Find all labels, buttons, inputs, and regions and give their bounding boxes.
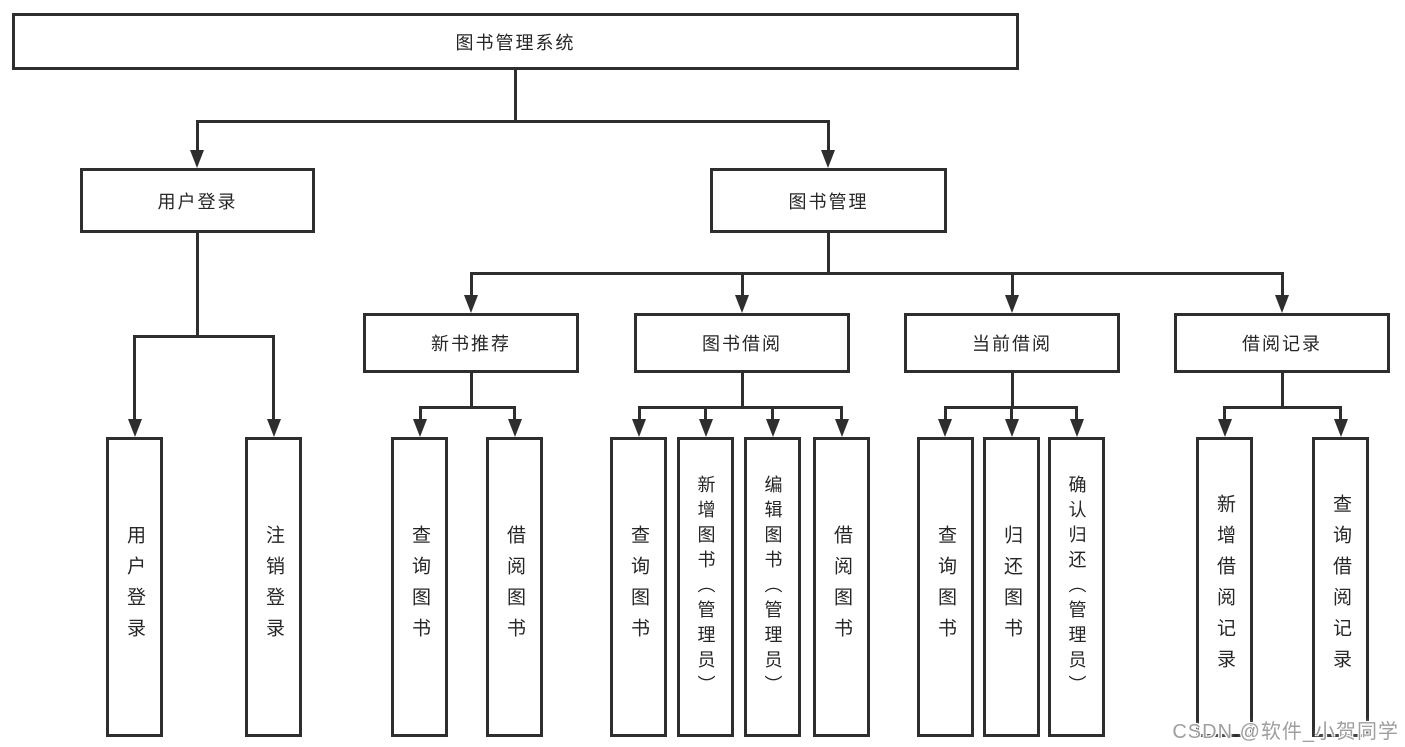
connector-leaf-e1-drop: [1223, 406, 1226, 422]
arrow-current-borrow: [1005, 295, 1019, 313]
leaf-add-books-admin-label: 新增图书（管理员）: [695, 474, 716, 700]
connector-current-borrow-drop: [1011, 272, 1014, 298]
node-borrowing-records-label: 借阅记录: [1242, 334, 1322, 354]
arrow-leaf-c1: [632, 419, 646, 437]
leaf-return-books: 归还图书: [983, 437, 1040, 737]
node-book-borrowing-label: 图书借阅: [702, 334, 782, 354]
arrow-user-login: [190, 150, 204, 168]
connector-new-book-drop: [470, 272, 473, 298]
leaf-confirm-return-admin-label: 确认归还（管理员）: [1066, 474, 1087, 700]
leaf-borrow-books-recommend: 借阅图书: [486, 437, 543, 737]
connector-user-login-drop: [196, 120, 199, 154]
leaf-logout-label: 注销登录: [263, 525, 284, 649]
arrow-leaf-c4: [835, 419, 849, 437]
connector-leaf-logout-drop: [272, 335, 275, 421]
arrow-leaf-c3: [766, 419, 780, 437]
node-borrowing-records: 借阅记录: [1174, 313, 1390, 373]
leaf-query-borrow-record-label: 查询借阅记录: [1330, 494, 1351, 680]
connector-leaf-d2-drop: [1010, 406, 1013, 422]
csdn-watermark: CSDN @软件_小贺同学: [1172, 721, 1399, 743]
leaf-borrow-books-label: 借阅图书: [831, 525, 852, 649]
leaf-edit-books-admin-label: 编辑图书（管理员）: [762, 474, 783, 700]
leaf-logout: 注销登录: [245, 437, 302, 737]
leaf-query-books-recommend: 查询图书: [391, 437, 448, 737]
connector-leaf-d3-drop: [1075, 406, 1078, 422]
node-book-management-group: 图书管理: [710, 168, 947, 233]
node-user-login-label: 用户登录: [157, 191, 238, 212]
arrow-leaf-user-login: [128, 419, 142, 437]
arrow-new-book: [464, 295, 478, 313]
connector-book-mgmt-stub: [827, 233, 830, 275]
connector-new-book-bar: [419, 406, 516, 409]
connector-leaf-e2-drop: [1339, 406, 1342, 422]
node-root-label: 图书管理系统: [455, 32, 576, 53]
connector-leaf-c1-drop: [638, 406, 641, 422]
leaf-query-books-borrowing: 查询图书: [610, 437, 667, 737]
node-new-book-recommend: 新书推荐: [363, 313, 579, 373]
connector-leaf-c4-drop: [840, 406, 843, 422]
connector-borrow-records-bar: [1223, 406, 1341, 409]
leaf-return-books-label: 归还图书: [1001, 525, 1022, 649]
arrow-leaf-d3: [1070, 419, 1084, 437]
leaf-user-login: 用户登录: [106, 437, 163, 737]
connector-book-borrow-drop: [741, 272, 744, 298]
leaf-query-books-borrowing-label: 查询图书: [628, 525, 649, 649]
leaf-query-borrow-record: 查询借阅记录: [1312, 437, 1369, 737]
leaf-borrow-books: 借阅图书: [813, 437, 870, 737]
connector-leaf-b2-drop: [513, 406, 516, 422]
arrow-leaf-d2: [1005, 419, 1019, 437]
connector-level2-bar: [196, 120, 829, 123]
connector-level3-bar: [470, 272, 1283, 275]
arrow-leaf-e1: [1218, 419, 1232, 437]
leaf-edit-books-admin: 编辑图书（管理员）: [744, 437, 801, 737]
node-current-borrowing: 当前借阅: [904, 313, 1120, 373]
connector-user-login-bar: [134, 335, 275, 338]
arrow-leaf-b2: [508, 419, 522, 437]
leaf-user-login-label: 用户登录: [124, 525, 145, 649]
leaf-add-borrow-record-label: 新增借阅记录: [1214, 494, 1235, 680]
arrow-leaf-logout: [267, 419, 281, 437]
connector-book-borrow-stub: [741, 373, 744, 409]
arrow-borrow-records: [1275, 295, 1289, 313]
connector-book-mgmt-drop: [827, 120, 830, 154]
connector-root-stub: [514, 70, 517, 123]
leaf-add-books-admin: 新增图书（管理员）: [677, 437, 734, 737]
connector-book-borrow-bar: [638, 406, 843, 409]
connector-current-borrow-stub: [1011, 373, 1014, 409]
connector-new-book-stub: [470, 373, 473, 409]
arrow-book-mgmt: [821, 150, 835, 168]
node-user-login-group: 用户登录: [80, 168, 315, 233]
leaf-add-borrow-record: 新增借阅记录: [1196, 437, 1253, 737]
leaf-borrow-books-recommend-label: 借阅图书: [504, 525, 525, 649]
connector-user-login-stub: [196, 233, 199, 338]
leaf-query-books-current-label: 查询图书: [935, 525, 956, 649]
node-new-book-recommend-label: 新书推荐: [431, 334, 511, 354]
node-book-borrowing: 图书借阅: [634, 313, 850, 373]
connector-borrow-records-drop: [1281, 272, 1284, 298]
connector-leaf-c2-drop: [704, 406, 707, 422]
node-root-system: 图书管理系统: [12, 13, 1019, 70]
arrow-leaf-b1: [413, 419, 427, 437]
arrow-leaf-d1: [938, 419, 952, 437]
leaf-confirm-return-admin: 确认归还（管理员）: [1048, 437, 1105, 737]
connector-leaf-c3-drop: [771, 406, 774, 422]
arrow-book-borrow: [735, 295, 749, 313]
arrow-leaf-c2: [699, 419, 713, 437]
node-book-management-label: 图书管理: [788, 191, 869, 212]
leaf-query-books-recommend-label: 查询图书: [409, 525, 430, 649]
connector-leaf-d1-drop: [944, 406, 947, 422]
leaf-query-books-current: 查询图书: [917, 437, 974, 737]
arrow-leaf-e2: [1334, 419, 1348, 437]
node-current-borrowing-label: 当前借阅: [972, 334, 1052, 354]
connector-borrow-records-stub: [1281, 373, 1284, 409]
connector-leaf-user-login-drop: [133, 335, 136, 421]
connector-leaf-b1-drop: [419, 406, 422, 422]
